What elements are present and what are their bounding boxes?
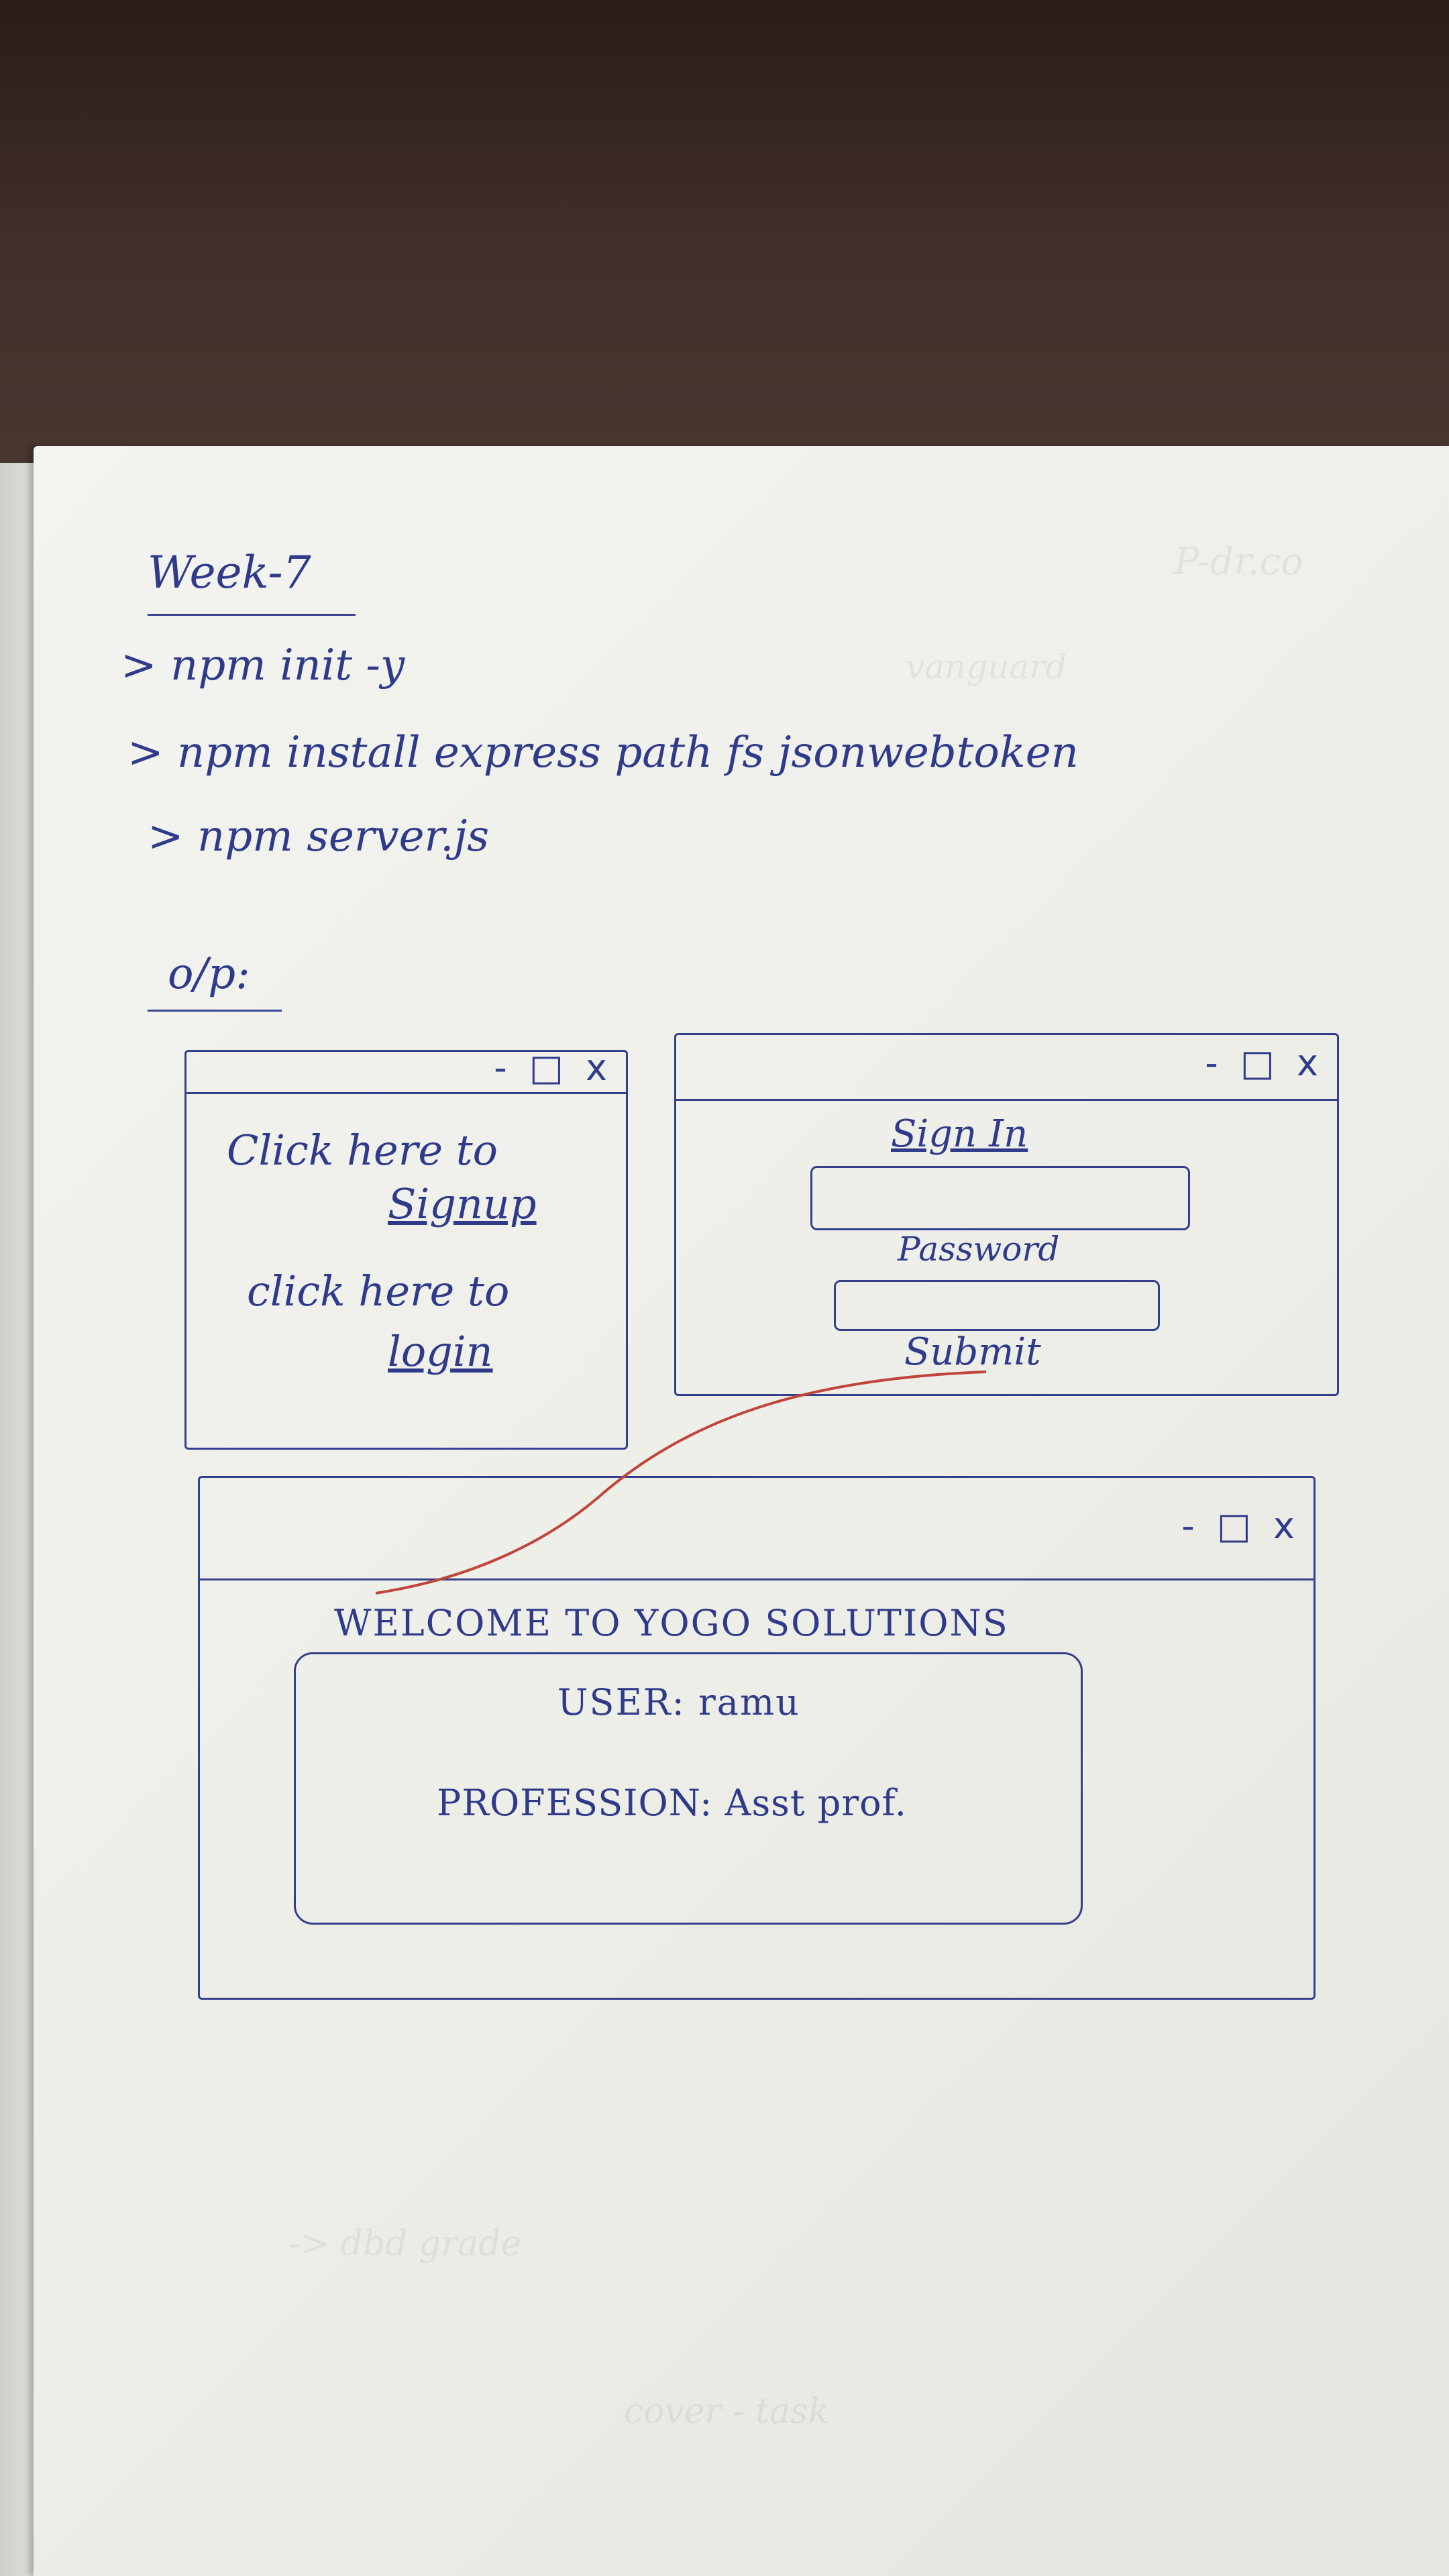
welcome-window: - □ x WELCOME TO YOGO SOLUTIONS USER: ra… bbox=[198, 1476, 1316, 2000]
table-surface bbox=[0, 0, 1449, 483]
bleed-through-text: -> dbd grade bbox=[288, 2224, 522, 2264]
username-input[interactable] bbox=[810, 1166, 1190, 1230]
welcome-heading: WELCOME TO YOGO SOLUTIONS bbox=[334, 1602, 1009, 1644]
profession-field: PROFESSION: Asst prof. bbox=[437, 1782, 907, 1824]
user-field: USER: ramu bbox=[557, 1681, 800, 1723]
output-label-underline bbox=[148, 1010, 282, 1012]
output-label: o/p: bbox=[168, 949, 250, 999]
signup-link-line1[interactable]: Click here to bbox=[227, 1126, 498, 1175]
profile-box: USER: ramu PROFESSION: Asst prof. bbox=[294, 1652, 1083, 1925]
password-label: Password bbox=[898, 1230, 1060, 1269]
signin-window: - □ x Sign In Password Submit bbox=[674, 1033, 1339, 1396]
bleed-through-text: cover - task bbox=[624, 2392, 830, 2432]
welcome-window-titlebar bbox=[200, 1478, 1313, 1580]
window-controls[interactable]: - □ x bbox=[1181, 1505, 1300, 1547]
window-controls[interactable]: - □ x bbox=[1205, 1042, 1324, 1084]
menu-window-titlebar bbox=[186, 1052, 626, 1094]
login-link-line1[interactable]: click here to bbox=[247, 1267, 510, 1316]
notebook-page: P-dr.co vanguard -> dbd grade cover - ta… bbox=[34, 446, 1449, 2576]
password-input[interactable] bbox=[834, 1280, 1160, 1331]
signin-heading: Sign In bbox=[891, 1112, 1028, 1156]
command-line-1: > npm init -y bbox=[121, 641, 405, 690]
command-line-2: > npm install express path fs jsonwebtok… bbox=[127, 728, 1079, 777]
window-controls[interactable]: - □ x bbox=[494, 1046, 612, 1089]
signup-link-line2[interactable]: Signup bbox=[388, 1179, 537, 1228]
signin-window-titlebar bbox=[676, 1035, 1337, 1101]
command-line-3: > npm server.js bbox=[148, 812, 490, 861]
page-title: Week-7 bbox=[148, 547, 311, 598]
login-link-line2[interactable]: login bbox=[388, 1327, 493, 1376]
menu-window: - □ x Click here to Signup click here to… bbox=[184, 1046, 628, 1450]
submit-button[interactable]: Submit bbox=[904, 1330, 1041, 1374]
title-underline bbox=[148, 614, 356, 616]
bleed-through-text: vanguard bbox=[906, 647, 1067, 686]
bleed-through-text: P-dr.co bbox=[1174, 540, 1303, 584]
